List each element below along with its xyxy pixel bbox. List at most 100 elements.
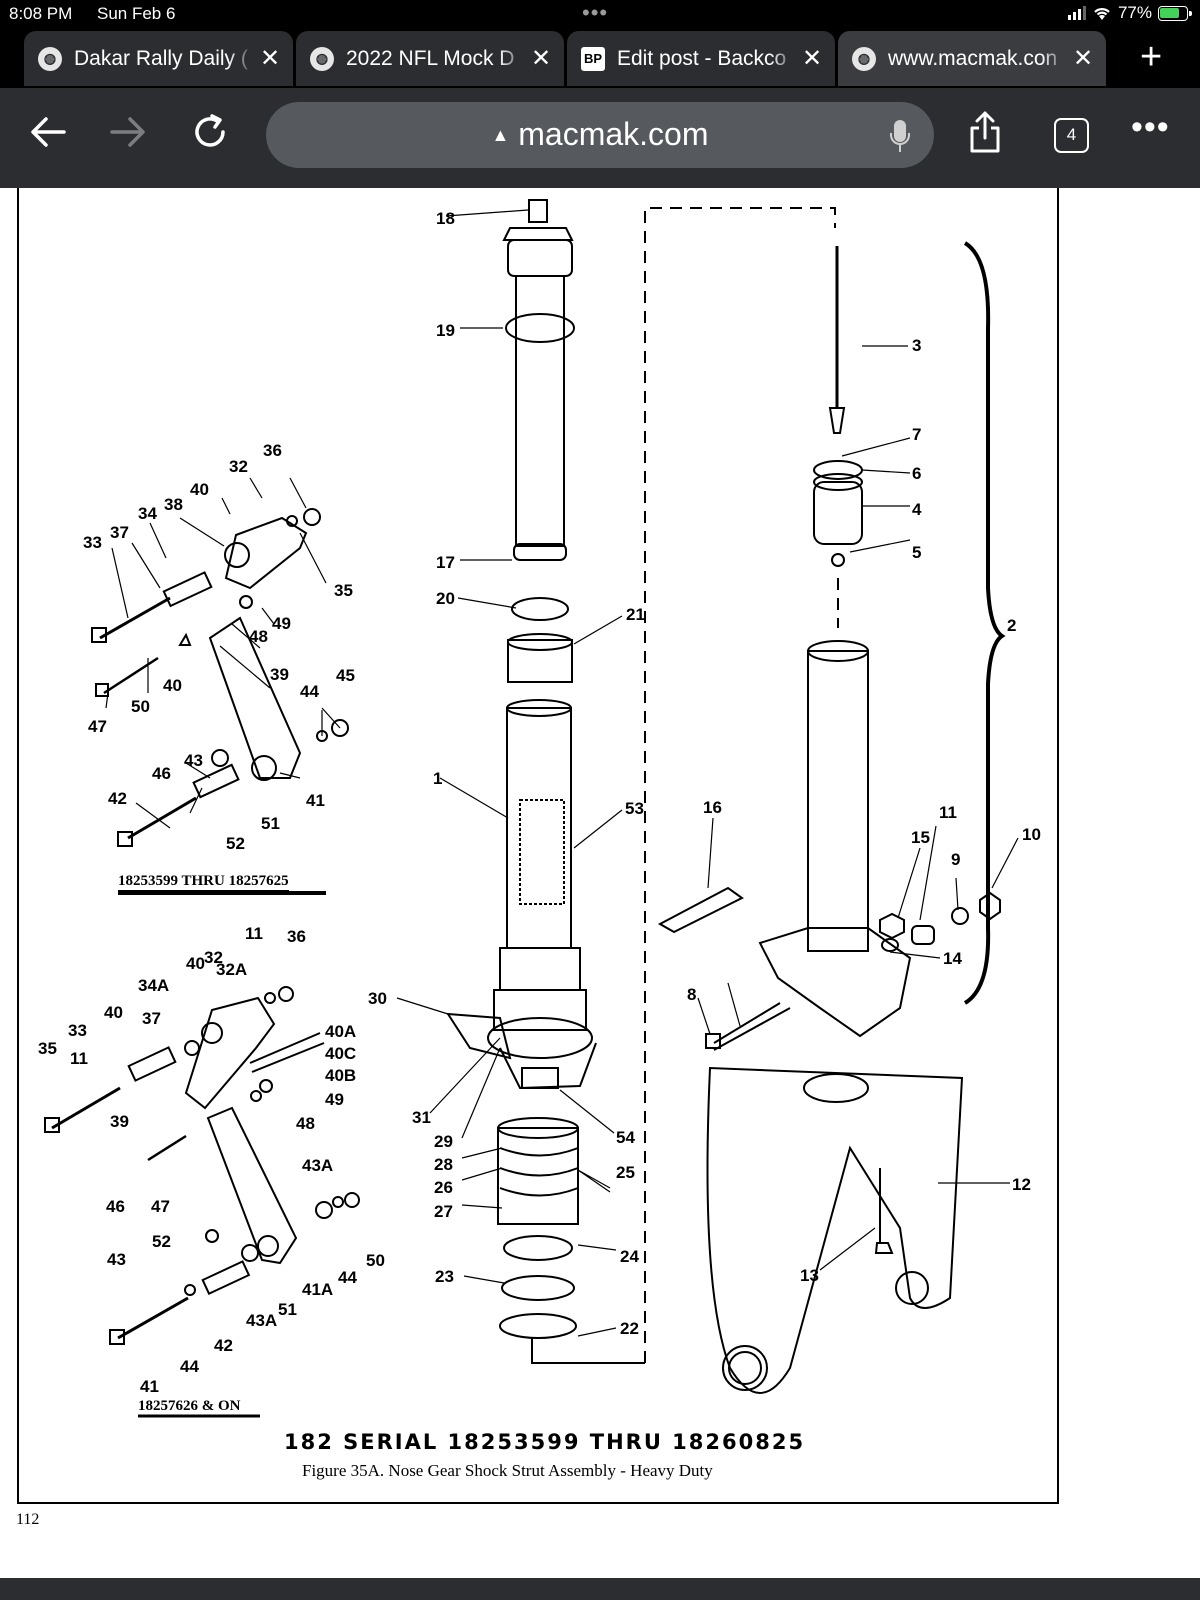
status-time: 8:08 PM [9, 4, 73, 23]
leader-lines [105, 209, 1019, 1337]
svg-text:46: 46 [152, 764, 171, 783]
svg-text:30: 30 [368, 989, 387, 1008]
document-page: 18 19 17 20 21 1 53 30 31 29 28 26 27 54… [0, 188, 1200, 1578]
microphone-icon[interactable] [890, 120, 910, 152]
svg-text:34A: 34A [138, 976, 169, 995]
multitasking-dots-icon[interactable]: ••• [582, 0, 609, 25]
svg-text:31: 31 [412, 1108, 431, 1127]
svg-text:28: 28 [434, 1155, 453, 1174]
svg-text:24: 24 [620, 1247, 639, 1266]
svg-text:51: 51 [278, 1300, 297, 1319]
fork-assembly [705, 640, 964, 1394]
svg-text:39: 39 [270, 665, 289, 684]
battery-percent: 77% [1117, 3, 1152, 22]
svg-text:11: 11 [70, 1049, 88, 1068]
svg-text:54: 54 [616, 1128, 635, 1147]
svg-text:47: 47 [88, 717, 107, 736]
wifi-icon [1094, 8, 1110, 20]
svg-text:5: 5 [912, 543, 921, 562]
svg-text:35: 35 [38, 1039, 57, 1058]
svg-text:4: 4 [912, 500, 922, 519]
back-arrow-icon[interactable] [28, 112, 68, 152]
svg-text:42: 42 [108, 789, 127, 808]
svg-text:12: 12 [1012, 1175, 1031, 1194]
svg-text:22: 22 [620, 1319, 639, 1338]
svg-text:32: 32 [229, 457, 248, 476]
close-tab-icon[interactable]: ✕ [801, 45, 823, 72]
svg-text:14: 14 [943, 949, 962, 968]
svg-text:49: 49 [325, 1090, 344, 1109]
tab-count-button[interactable]: 4 [1054, 118, 1089, 153]
svg-text:16: 16 [703, 798, 722, 817]
svg-text:44: 44 [338, 1268, 357, 1287]
tab-dakar-rally[interactable]: ◍ Dakar Rally Daily ( ✕ [24, 31, 293, 86]
bottom-bar [0, 1578, 1200, 1600]
tab-title: Dakar Rally Daily ( [74, 46, 248, 70]
svg-text:35: 35 [334, 581, 353, 600]
warning-triangle-icon: ▲ [491, 125, 510, 145]
svg-text:8: 8 [687, 985, 696, 1004]
svg-text:7: 7 [912, 425, 921, 444]
svg-text:40: 40 [186, 954, 205, 973]
address-bar-url[interactable]: ▲ macmak.com [491, 116, 709, 152]
share-icon[interactable] [968, 110, 1002, 154]
tab-macmak[interactable]: ◍ www.macmak.con ✕ [838, 31, 1106, 86]
globe-icon: ◍ [310, 46, 334, 71]
upper-barrel [502, 199, 575, 683]
svg-text:11: 11 [245, 924, 263, 943]
svg-text:45: 45 [336, 666, 355, 685]
backcountry-pilot-favicon-icon: BP [581, 46, 605, 71]
forward-arrow-icon[interactable] [108, 112, 148, 152]
svg-text:41: 41 [140, 1377, 159, 1396]
svg-text:52: 52 [152, 1232, 171, 1251]
svg-text:39: 39 [110, 1112, 129, 1131]
svg-text:46: 46 [106, 1197, 125, 1216]
svg-text:34: 34 [138, 504, 157, 523]
svg-text:37: 37 [142, 1009, 161, 1028]
lower-strut [446, 699, 597, 1090]
torque-links-late [44, 986, 360, 1345]
svg-text:50: 50 [366, 1251, 385, 1270]
svg-text:41: 41 [306, 791, 325, 810]
new-tab-button[interactable]: + [1140, 36, 1163, 78]
svg-text:38: 38 [164, 495, 183, 514]
svg-text:43A: 43A [302, 1156, 333, 1175]
serial-note-upper: 18253599 THRU 18257625 [118, 873, 289, 893]
svg-text:19: 19 [436, 321, 455, 340]
globe-icon: ◍ [38, 46, 62, 71]
metering-pin [813, 246, 863, 628]
svg-text:21: 21 [626, 605, 645, 624]
tab-title: 2022 NFL Mock D [346, 46, 515, 70]
svg-text:26: 26 [434, 1178, 453, 1197]
svg-text:50: 50 [131, 697, 150, 716]
close-tab-icon[interactable]: ✕ [259, 45, 281, 72]
svg-text:11: 11 [939, 803, 957, 822]
address-bar[interactable]: ▲ macmak.com [266, 102, 934, 168]
svg-text:6: 6 [912, 464, 921, 483]
reload-icon[interactable] [190, 112, 230, 152]
svg-text:33: 33 [68, 1021, 87, 1040]
svg-text:40A: 40A [325, 1022, 356, 1041]
serial-note-lower: 18257626 & ON [138, 1398, 241, 1417]
tab-edit-post[interactable]: BP Edit post - Backco ✕ [567, 31, 835, 86]
svg-text:18: 18 [436, 209, 455, 228]
tab-nfl-mock[interactable]: ◍ 2022 NFL Mock D ✕ [296, 31, 564, 86]
svg-text:29: 29 [434, 1132, 453, 1151]
svg-text:47: 47 [151, 1197, 170, 1216]
status-bar: 8:08 PM Sun Feb 6 ••• 77% [0, 0, 1200, 30]
close-tab-icon[interactable]: ✕ [530, 45, 552, 72]
close-tab-icon[interactable]: ✕ [1072, 45, 1094, 72]
svg-text:43A: 43A [246, 1311, 277, 1330]
svg-text:33: 33 [83, 533, 102, 552]
svg-text:41A: 41A [302, 1280, 333, 1299]
page-number: 112 [16, 1511, 40, 1528]
serial-heading: 182 SERIAL 18253599 THRU 18260825 [284, 1430, 806, 1454]
svg-text:51: 51 [261, 814, 280, 833]
svg-text:40: 40 [190, 480, 209, 499]
svg-text:49: 49 [272, 614, 291, 633]
svg-text:2: 2 [1007, 616, 1016, 635]
svg-text:15: 15 [911, 828, 930, 847]
svg-text:43: 43 [184, 751, 203, 770]
more-options-icon[interactable]: ••• [1131, 108, 1170, 146]
svg-text:17: 17 [436, 553, 455, 572]
